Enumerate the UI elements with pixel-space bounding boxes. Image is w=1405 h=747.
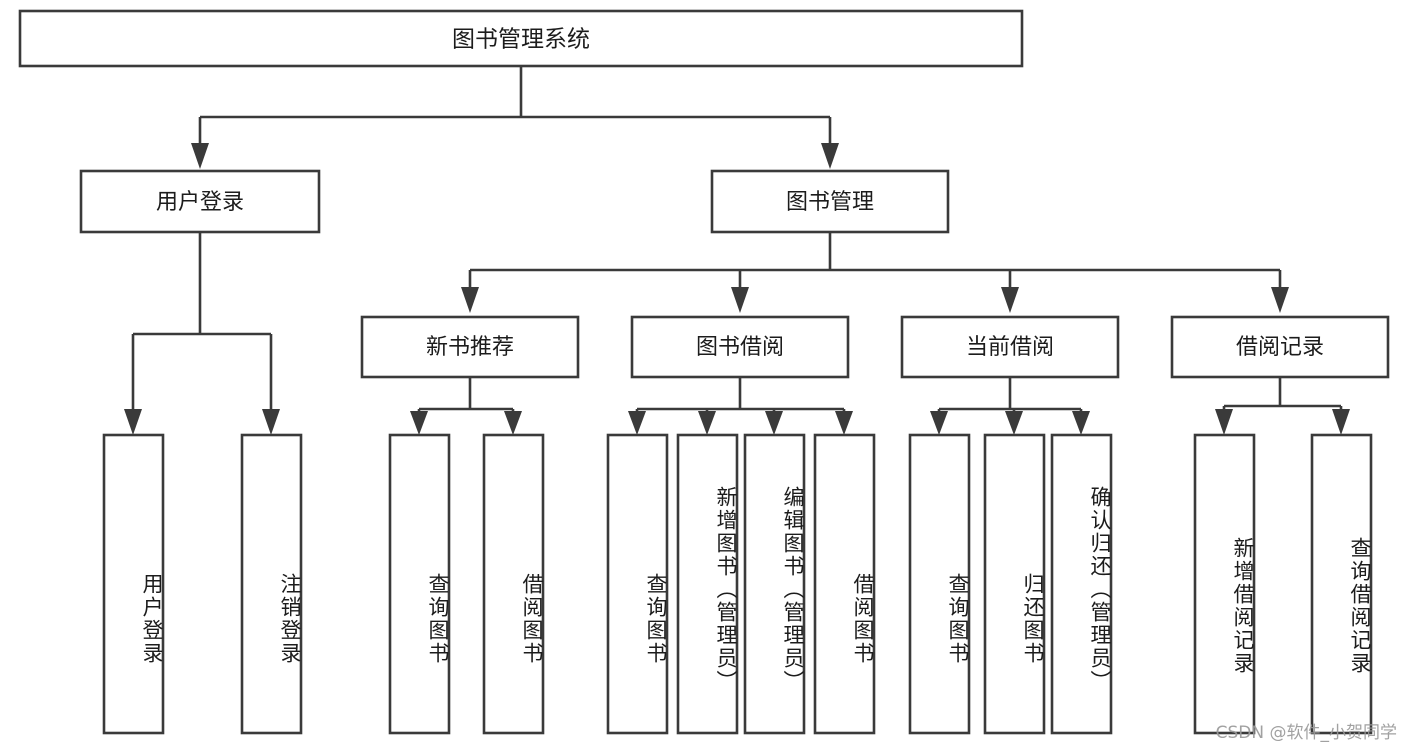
arrow-head-leaf-edit-book xyxy=(765,411,783,435)
node-leaf-query-record-box[interactable] xyxy=(1310,433,1373,735)
node-book-manage-box[interactable] xyxy=(710,169,950,234)
arrow-head-current-borrow xyxy=(1001,287,1019,313)
connector-group-current-borrow xyxy=(930,377,1090,435)
node-leaf-user-logout-box[interactable] xyxy=(240,433,303,735)
arrow-head-leaf-user-logout xyxy=(262,409,280,435)
arrow-head-book-borrow xyxy=(731,287,749,313)
node-book-manage[interactable]: 图书管理 xyxy=(710,169,950,234)
node-book-borrow[interactable]: 图书借阅 xyxy=(630,315,850,379)
arrow-head-leaf-borrow-book-1 xyxy=(504,411,522,435)
node-new-book-rec[interactable]: 新书推荐 xyxy=(360,315,580,379)
node-leaf-borrow-book-2-box[interactable] xyxy=(813,433,876,735)
node-user-login-label: 用户登录 xyxy=(156,190,244,215)
connector-group-new-book-rec xyxy=(410,377,522,435)
node-root-box[interactable] xyxy=(18,9,1024,68)
node-root[interactable]: 图书管理系统 xyxy=(18,9,1024,68)
node-leaf-query-book-3-box[interactable] xyxy=(908,433,971,735)
node-root-label: 图书管理系统 xyxy=(452,27,590,53)
arrow-head-leaf-user-login xyxy=(124,409,142,435)
node-leaf-confirm-return-box[interactable] xyxy=(1050,433,1113,735)
arrow-head-leaf-confirm-return xyxy=(1072,411,1090,435)
connector-group-book-borrow xyxy=(628,377,853,435)
node-book-borrow-label: 图书借阅 xyxy=(696,335,784,360)
arrow-head-leaf-query-book-1 xyxy=(410,411,428,435)
arrow-head-leaf-query-book-3 xyxy=(930,411,948,435)
node-leaf-query-book-1-box[interactable] xyxy=(388,433,451,735)
node-book-borrow-box[interactable] xyxy=(630,315,850,379)
connector-group-root xyxy=(191,66,839,169)
node-current-borrow[interactable]: 当前借阅 xyxy=(900,315,1120,379)
arrow-head-leaf-return-book xyxy=(1005,411,1023,435)
node-user-login[interactable]: 用户登录 xyxy=(79,169,321,234)
arrow-head-borrow-record xyxy=(1271,287,1289,313)
node-borrow-record-label: 借阅记录 xyxy=(1236,335,1324,360)
connector-group-user-login xyxy=(124,232,280,435)
arrow-head-leaf-add-record xyxy=(1215,409,1233,435)
node-borrow-record-box[interactable] xyxy=(1170,315,1390,379)
arrow-head-leaf-borrow-book-2 xyxy=(835,411,853,435)
node-leaf-borrow-book-1-box[interactable] xyxy=(482,433,545,735)
node-user-login-box[interactable] xyxy=(79,169,321,234)
node-borrow-record[interactable]: 借阅记录 xyxy=(1170,315,1390,379)
csdn-watermark: CSDN @软件_小贺同学 xyxy=(1215,723,1397,743)
node-book-manage-label: 图书管理 xyxy=(786,190,874,215)
node-leaf-user-login-box[interactable] xyxy=(102,433,165,735)
node-leaf-edit-book-box[interactable] xyxy=(743,433,806,735)
node-leaf-return-book-box[interactable] xyxy=(983,433,1046,735)
node-leaf-add-record-box[interactable] xyxy=(1193,433,1256,735)
node-new-book-rec-label: 新书推荐 xyxy=(426,335,514,360)
arrow-head-new-book-rec xyxy=(461,287,479,313)
arrow-head-book-manage xyxy=(821,143,839,169)
node-leaf-query-book-2-box[interactable] xyxy=(606,433,669,735)
node-new-book-rec-box[interactable] xyxy=(360,315,580,379)
connector-group-borrow-record xyxy=(1215,377,1350,435)
node-leaf-add-book-box[interactable] xyxy=(676,433,739,735)
arrow-head-leaf-add-book xyxy=(698,411,716,435)
node-current-borrow-box[interactable] xyxy=(900,315,1120,379)
connector-group-book-manage xyxy=(461,232,1289,313)
arrow-head-leaf-query-record xyxy=(1332,409,1350,435)
arrow-head-user-login xyxy=(191,143,209,169)
arrow-head-leaf-query-book-2 xyxy=(628,411,646,435)
node-current-borrow-label: 当前借阅 xyxy=(966,335,1054,360)
